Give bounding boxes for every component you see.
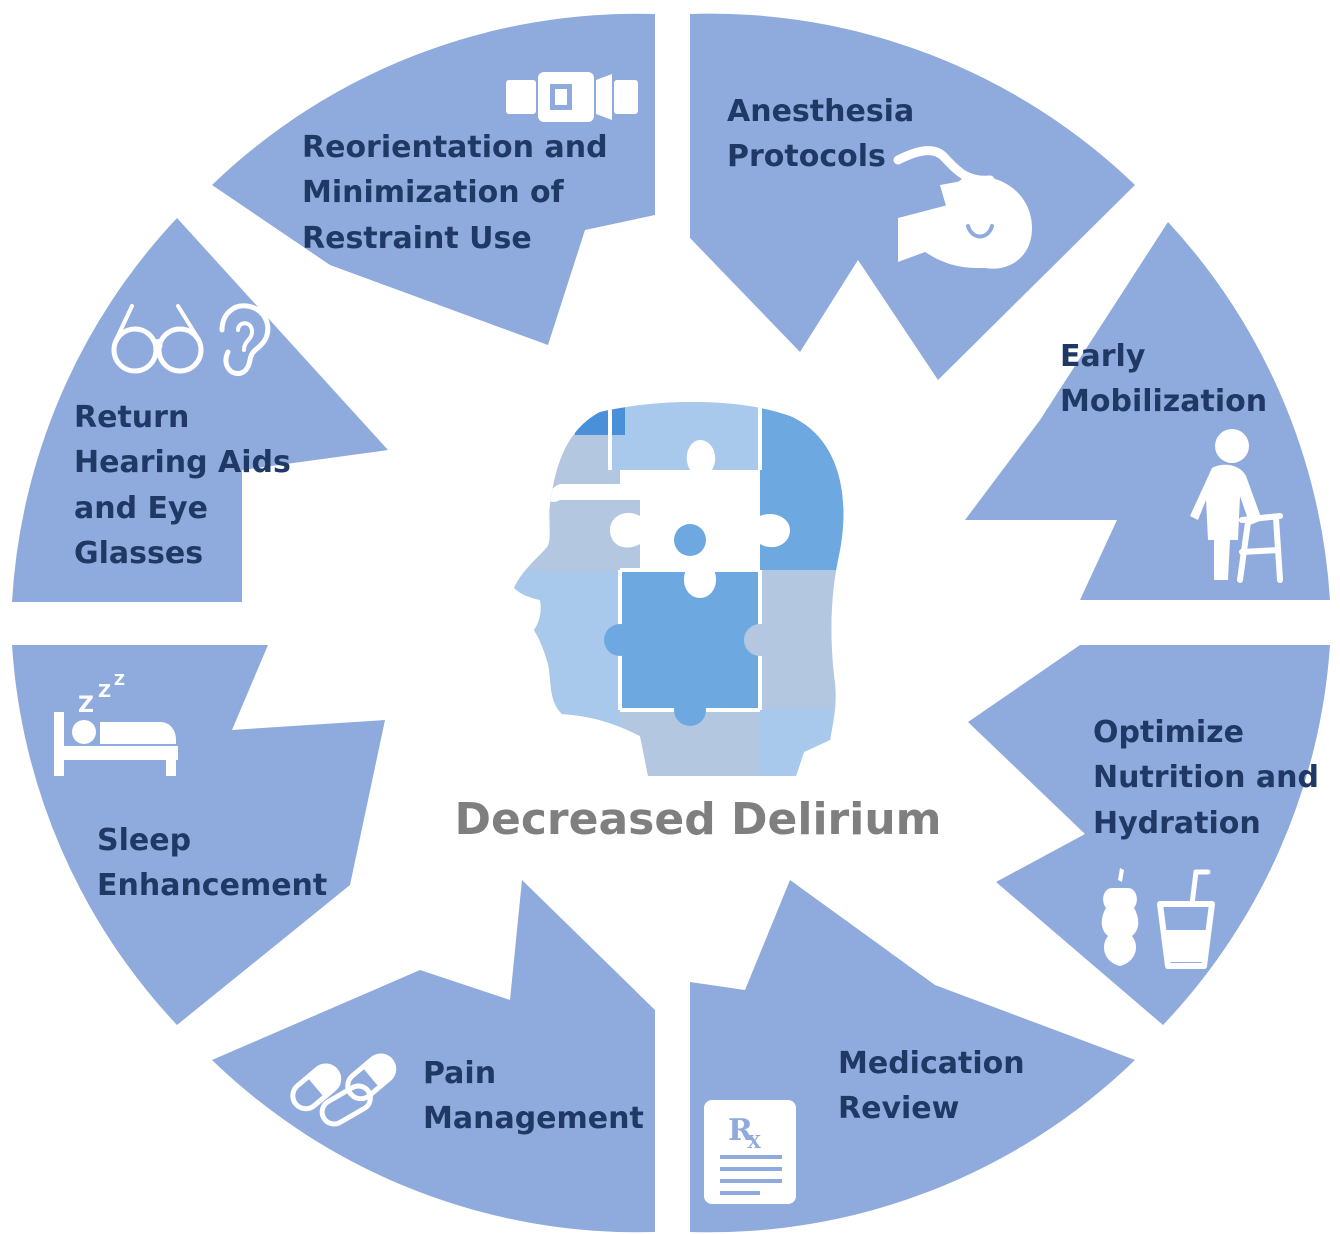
label-medication: Medication Review [838, 1046, 1035, 1126]
label-hearing: Return Hearing Aids and Eye Glasses [74, 400, 301, 571]
label-nutrition: Optimize Nutrition and Hydration [1093, 715, 1329, 841]
label-reorientation: Reorientation and Minimization of Restra… [302, 130, 618, 256]
pills-icon [290, 1053, 397, 1127]
label-anesthesia: Anesthesia Protocols [727, 94, 925, 174]
segment-hearing [12, 218, 388, 602]
glasses-ear-icon [111, 303, 271, 376]
walker-icon [1190, 429, 1283, 583]
segment-medication [690, 880, 1135, 1233]
svg-text:Z: Z [114, 671, 125, 689]
puzzle-head-icon [514, 401, 844, 776]
svg-text:Z: Z [78, 693, 94, 718]
segment-anesthesia [690, 13, 1135, 381]
restraint-belt-icon [506, 72, 638, 122]
svg-text:X: X [747, 1132, 761, 1153]
segment-nutrition [968, 645, 1330, 1025]
anesthesia-mask-icon [893, 146, 1032, 269]
segment-pain [212, 880, 655, 1233]
center-title: Decreased Delirium [454, 794, 941, 845]
label-pain: Pain Management [423, 1056, 644, 1136]
apple-drink-icon [1101, 868, 1215, 969]
svg-text:Z: Z [98, 681, 111, 702]
sleep-bed-icon: Z Z Z [54, 671, 178, 776]
svg-text:R: R [728, 1113, 754, 1148]
prescription-icon: R X [704, 1100, 796, 1204]
label-mobilization: Early Mobilization [1060, 339, 1267, 419]
segment-labels: Anesthesia Protocols Early Mobilization … [74, 94, 1329, 1136]
label-sleep: Sleep Enhancement [97, 823, 327, 903]
